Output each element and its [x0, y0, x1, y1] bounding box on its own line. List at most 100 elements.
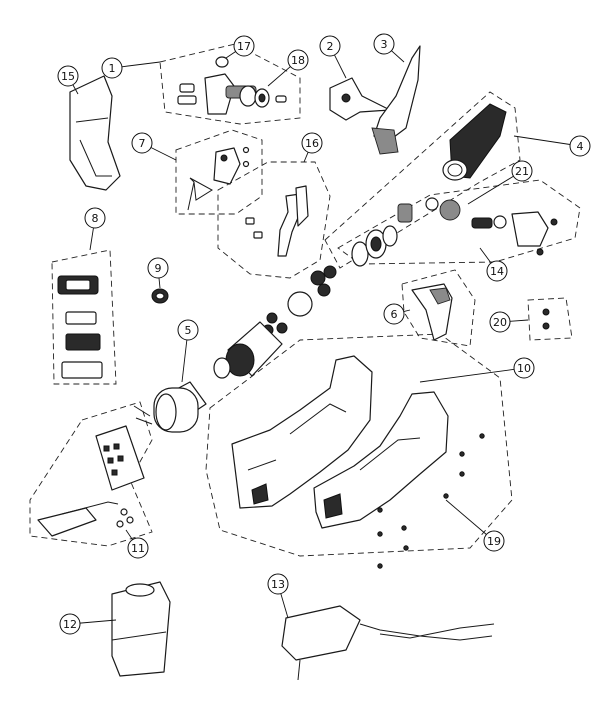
right-housing [313, 391, 449, 529]
leader-2 [334, 54, 347, 79]
callout-4: 4 [569, 135, 591, 157]
group-4-outline [324, 91, 521, 269]
holster-part [69, 75, 121, 191]
leader-4 [513, 135, 571, 145]
callout-number-12: 12 [63, 618, 77, 631]
leader-11 [125, 529, 133, 540]
small-nut [151, 288, 169, 304]
callout-2: 2 [319, 35, 341, 57]
group-10-outline [205, 333, 513, 557]
callout-8: 8 [84, 207, 106, 229]
callout-circle-9 [147, 257, 169, 279]
leader-12 [79, 619, 117, 624]
callout-circle-1 [101, 57, 123, 79]
control-panel-parts [57, 275, 103, 379]
callout-circle-6 [383, 303, 405, 325]
head-housing [442, 103, 507, 181]
leader-10 [419, 368, 515, 383]
callout-circle-12 [59, 613, 81, 635]
circuit-board [37, 425, 145, 537]
callout-number-6: 6 [391, 308, 398, 321]
callout-number-11: 11 [131, 542, 145, 555]
callout-circle-13 [267, 573, 289, 595]
callout-circle-20 [489, 311, 511, 333]
callout-5: 5 [177, 319, 199, 341]
leader-7 [150, 147, 177, 161]
trigger-parts [245, 185, 309, 257]
callout-circle-14 [486, 260, 508, 282]
callout-circle-8 [84, 207, 106, 229]
callout-circle-11 [127, 537, 149, 559]
callout-circle-19 [483, 530, 505, 552]
callout-number-5: 5 [185, 324, 192, 337]
callout-16: 16 [301, 132, 323, 154]
callout-number-13: 13 [271, 578, 285, 591]
callout-12: 12 [59, 613, 81, 635]
callout-leaders [72, 50, 571, 624]
leader-5 [181, 339, 188, 383]
leader-8 [89, 227, 94, 251]
group-8-outline [51, 249, 117, 385]
callout-21: 21 [511, 160, 533, 182]
callout-number-2: 2 [327, 40, 334, 53]
callout-number-9: 9 [155, 262, 162, 275]
callout-13: 13 [267, 573, 289, 595]
callout-circle-7 [131, 132, 153, 154]
cover-part [411, 283, 453, 341]
leader-15 [72, 84, 79, 95]
callout-number-21: 21 [515, 165, 529, 178]
callout-circle-18 [287, 49, 309, 71]
shaft-assembly [177, 56, 287, 115]
callout-circle-16 [301, 132, 323, 154]
callout-10: 10 [513, 357, 535, 379]
callout-number-19: 19 [487, 535, 501, 548]
callout-number-10: 10 [517, 362, 531, 375]
callout-number-3: 3 [381, 38, 388, 51]
callout-circle-10 [513, 357, 535, 379]
group-outlines [29, 43, 581, 557]
callout-20: 20 [489, 311, 511, 333]
upper-blade [371, 45, 421, 155]
leader-13 [280, 593, 289, 619]
charger [281, 605, 495, 681]
callout-number-20: 20 [493, 316, 507, 329]
drive-train [213, 225, 398, 379]
housing-screws [377, 433, 485, 569]
callout-18: 18 [287, 49, 309, 71]
callout-3: 3 [373, 33, 395, 55]
callout-19: 19 [483, 530, 505, 552]
leader-20 [509, 319, 529, 322]
lower-blade [329, 77, 391, 121]
callout-number-16: 16 [305, 137, 319, 150]
callout-circle-4 [569, 135, 591, 157]
callout-17: 17 [233, 35, 255, 57]
leader-21 [467, 175, 514, 205]
group-20-outline [527, 297, 573, 341]
group-14-outline [337, 179, 581, 265]
callout-circle-17 [233, 35, 255, 57]
callout-9: 9 [147, 257, 169, 279]
leader-14 [479, 247, 492, 264]
leader-1 [121, 61, 161, 68]
leader-9 [158, 277, 161, 289]
callout-number-1: 1 [109, 62, 116, 75]
callout-number-7: 7 [139, 137, 146, 150]
battery [111, 581, 171, 677]
callout-number-18: 18 [291, 54, 305, 67]
callout-7: 7 [131, 132, 153, 154]
callout-14: 14 [486, 260, 508, 282]
callout-number-4: 4 [577, 140, 584, 153]
callout-circle-21 [511, 160, 533, 182]
motor [133, 381, 207, 433]
callout-number-17: 17 [237, 40, 251, 53]
callout-number-15: 15 [61, 70, 75, 83]
screws-20 [542, 308, 550, 330]
leader-19 [445, 499, 487, 535]
leader-17 [225, 51, 236, 59]
callout-circle-15 [57, 65, 79, 87]
group-1-outline [159, 43, 301, 125]
callout-11: 11 [127, 537, 149, 559]
leader-6 [403, 309, 411, 313]
